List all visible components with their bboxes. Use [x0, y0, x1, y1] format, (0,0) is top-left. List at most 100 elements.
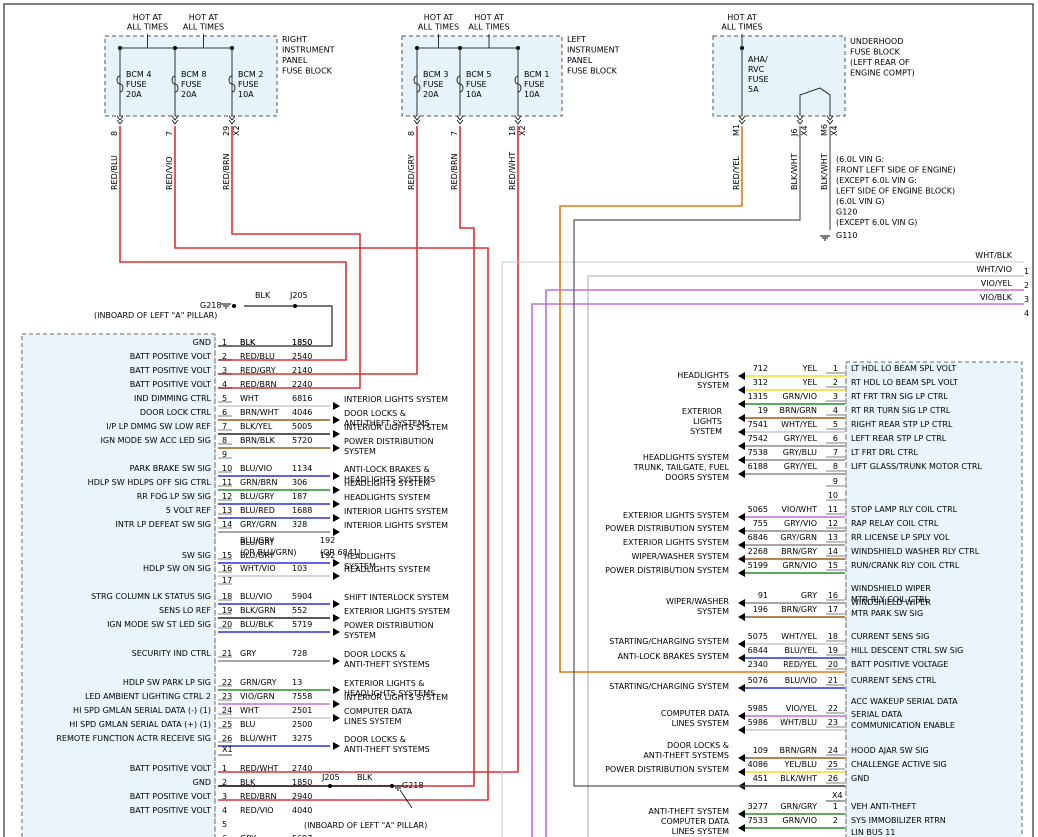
left-pin-number: 19 — [222, 606, 232, 615]
underhood-fuse-label: RVC — [748, 65, 765, 74]
left-destination: POWER DISTRIBUTION — [344, 621, 433, 630]
left2-pin-name: BATT POSITIVE VOLT — [130, 764, 211, 773]
arrow-left-icon — [738, 599, 745, 607]
left-pin-number: 25 — [222, 720, 232, 729]
right-circuit-number: 1315 — [748, 392, 768, 401]
right_ip-fuse-label: 20A — [181, 90, 197, 99]
underhood-ground-note: G120 — [836, 208, 857, 217]
right2-circuit-number: 7533 — [748, 816, 768, 825]
offpage-ref: 4 — [1024, 309, 1029, 318]
left-destination: HEADLIGHTS SYSTEM — [344, 565, 430, 574]
right2-pin-number: 1 — [833, 802, 838, 811]
left-pin-name: IND DIMMING CTRL — [134, 394, 211, 403]
arrow-left-icon — [738, 754, 745, 762]
arrow-left-icon — [738, 442, 745, 450]
underhood-block-name: ENGINE COMPT) — [850, 69, 915, 78]
left_ip-pin-icon — [514, 115, 522, 121]
right_ip-fuse-label: FUSE — [181, 80, 202, 89]
right-pin-name: WINDSHIELD WIPER — [851, 598, 931, 607]
left_ip-block-name: LEFT — [567, 35, 586, 44]
left-pin-number: 20 — [222, 620, 232, 629]
right_ip-block-name: INSTRUMENT — [282, 46, 335, 55]
left-circuit-number: 1688 — [292, 506, 312, 515]
arrow-right-icon — [333, 742, 340, 750]
right-pin-name: RAP RELAY COIL CTRL — [851, 519, 939, 528]
left-pin-name: DOOR LOCK CTRL — [140, 408, 212, 417]
right-wire-code: YEL — [802, 378, 818, 387]
right-pin-name: HOOD AJAR SW SIG — [851, 746, 929, 755]
arrow-left-icon — [738, 400, 745, 408]
left-wire-code: GRN/BRN — [240, 478, 277, 487]
underhood-node-icon — [740, 46, 744, 50]
left-pin-number: 22 — [222, 678, 232, 687]
left-circuit-number: 2500 — [292, 720, 312, 729]
right-pin-name: CURRENT SENS SIG — [851, 632, 929, 641]
right-destination: POWER DISTRIBUTION SYSTEM — [605, 524, 729, 533]
right-pin-name: GND — [851, 774, 869, 783]
left-pin-number: 5 — [222, 394, 227, 403]
left-pin-name: BATT POSITIVE VOLT — [130, 380, 211, 389]
offpage-ref: 3 — [1024, 295, 1029, 304]
right_ip-pin-label: 8 — [110, 131, 119, 136]
right-wire-code: BRN/GRN — [780, 746, 817, 755]
underhood-ground-note: LEFT SIDE OF ENGINE BLOCK) — [836, 187, 955, 196]
left-circuit-number: 2540 — [292, 352, 312, 361]
underhood-pin-icon — [796, 119, 804, 125]
left-pin-name: REMOTE FUNCTION ACTR RECEIVE SIG — [56, 734, 211, 743]
left-pin-name: HDLP SW HDLPS OFF SIG CTRL — [88, 478, 212, 487]
ground-wire-code-top: BLK — [255, 291, 271, 300]
arrow-left-icon — [738, 428, 745, 436]
left2-wire-code: RED/VIO — [240, 806, 274, 815]
left-pin-number: 24 — [222, 706, 232, 715]
right-circuit-number: 712 — [753, 364, 768, 373]
left-wire-code: BRN/BLK — [240, 436, 276, 445]
right-circuit-number: 5065 — [748, 505, 768, 514]
left-wire-code: BLU/GRY — [240, 551, 274, 560]
left-destination: DOOR LOCKS & — [344, 735, 406, 744]
underhood-ground-note: (6.0L VIN G: — [836, 155, 884, 164]
right-pin-name: ACC WAKEUP SERIAL DATA — [851, 697, 958, 706]
left_ip-hot-label: HOT AT — [424, 13, 454, 22]
arrow-left-icon — [738, 613, 745, 621]
right_ip-hot-label: HOT AT — [189, 13, 219, 22]
right2-circuit-number: 3277 — [748, 802, 768, 811]
left_ip-pin-label: 8 — [407, 131, 416, 136]
left-circuit-number: 1134 — [292, 464, 312, 473]
right-wire-code: WHT/YEL — [781, 420, 817, 429]
left2-circuit-number: 4040 — [292, 806, 312, 815]
underhood-fuse-label: 5A — [748, 85, 759, 94]
left2-pin-name: BATT POSITIVE VOLT — [130, 806, 211, 815]
right-circuit-number: 6844 — [748, 646, 768, 655]
left-destination: ANTI-LOCK BRAKES & — [344, 465, 430, 474]
offpage-wire-2 — [587, 275, 1024, 837]
wire-red-vio — [174, 126, 489, 801]
left-circuit-number: 192 — [320, 551, 335, 560]
left-wire-code: RED/GRY — [240, 366, 276, 375]
arrow-left-icon — [738, 555, 745, 563]
arrow-left-icon — [738, 470, 745, 478]
offpage-wire-code: VIO/YEL — [981, 279, 1013, 288]
left-wire-code: GRY — [240, 649, 256, 658]
underhood-conn-label: X4 — [830, 125, 839, 136]
offpage-wire-3 — [545, 289, 1024, 837]
right-wire-code: BLK/WHT — [780, 774, 817, 783]
left_ip-fuse-label: BCM 5 — [466, 70, 491, 79]
underhood-ground-note: (EXCEPT 6.0L VIN G: — [836, 176, 917, 185]
left-pin-number: 7 — [222, 422, 227, 431]
left-pin-number: 15 — [222, 551, 232, 560]
right-pin-number: 23 — [828, 718, 838, 727]
underhood-ground-note: (EXCEPT 6.0L VIN G) — [836, 218, 917, 227]
right-pin-number: 13 — [828, 533, 838, 542]
right-wire-code: BLU/YEL — [785, 646, 818, 655]
left-pin-name: HI SPD GMLAN SERIAL DATA (-) (1) — [73, 706, 211, 715]
left-circuit-number: 103 — [292, 564, 307, 573]
left-wire-code: BLK — [240, 338, 256, 347]
arrow-left-icon — [738, 640, 745, 648]
left-circuit-number: 3275 — [292, 734, 312, 743]
right-connector-label: X4 — [832, 791, 843, 800]
right-pin-number: 26 — [828, 774, 838, 783]
page-frame — [3, 3, 1034, 837]
right_ip-fuse-label: BCM 8 — [181, 70, 206, 79]
left_ip-fuse-1-fuse-icon — [456, 75, 464, 93]
ground-node-icon — [390, 784, 394, 788]
